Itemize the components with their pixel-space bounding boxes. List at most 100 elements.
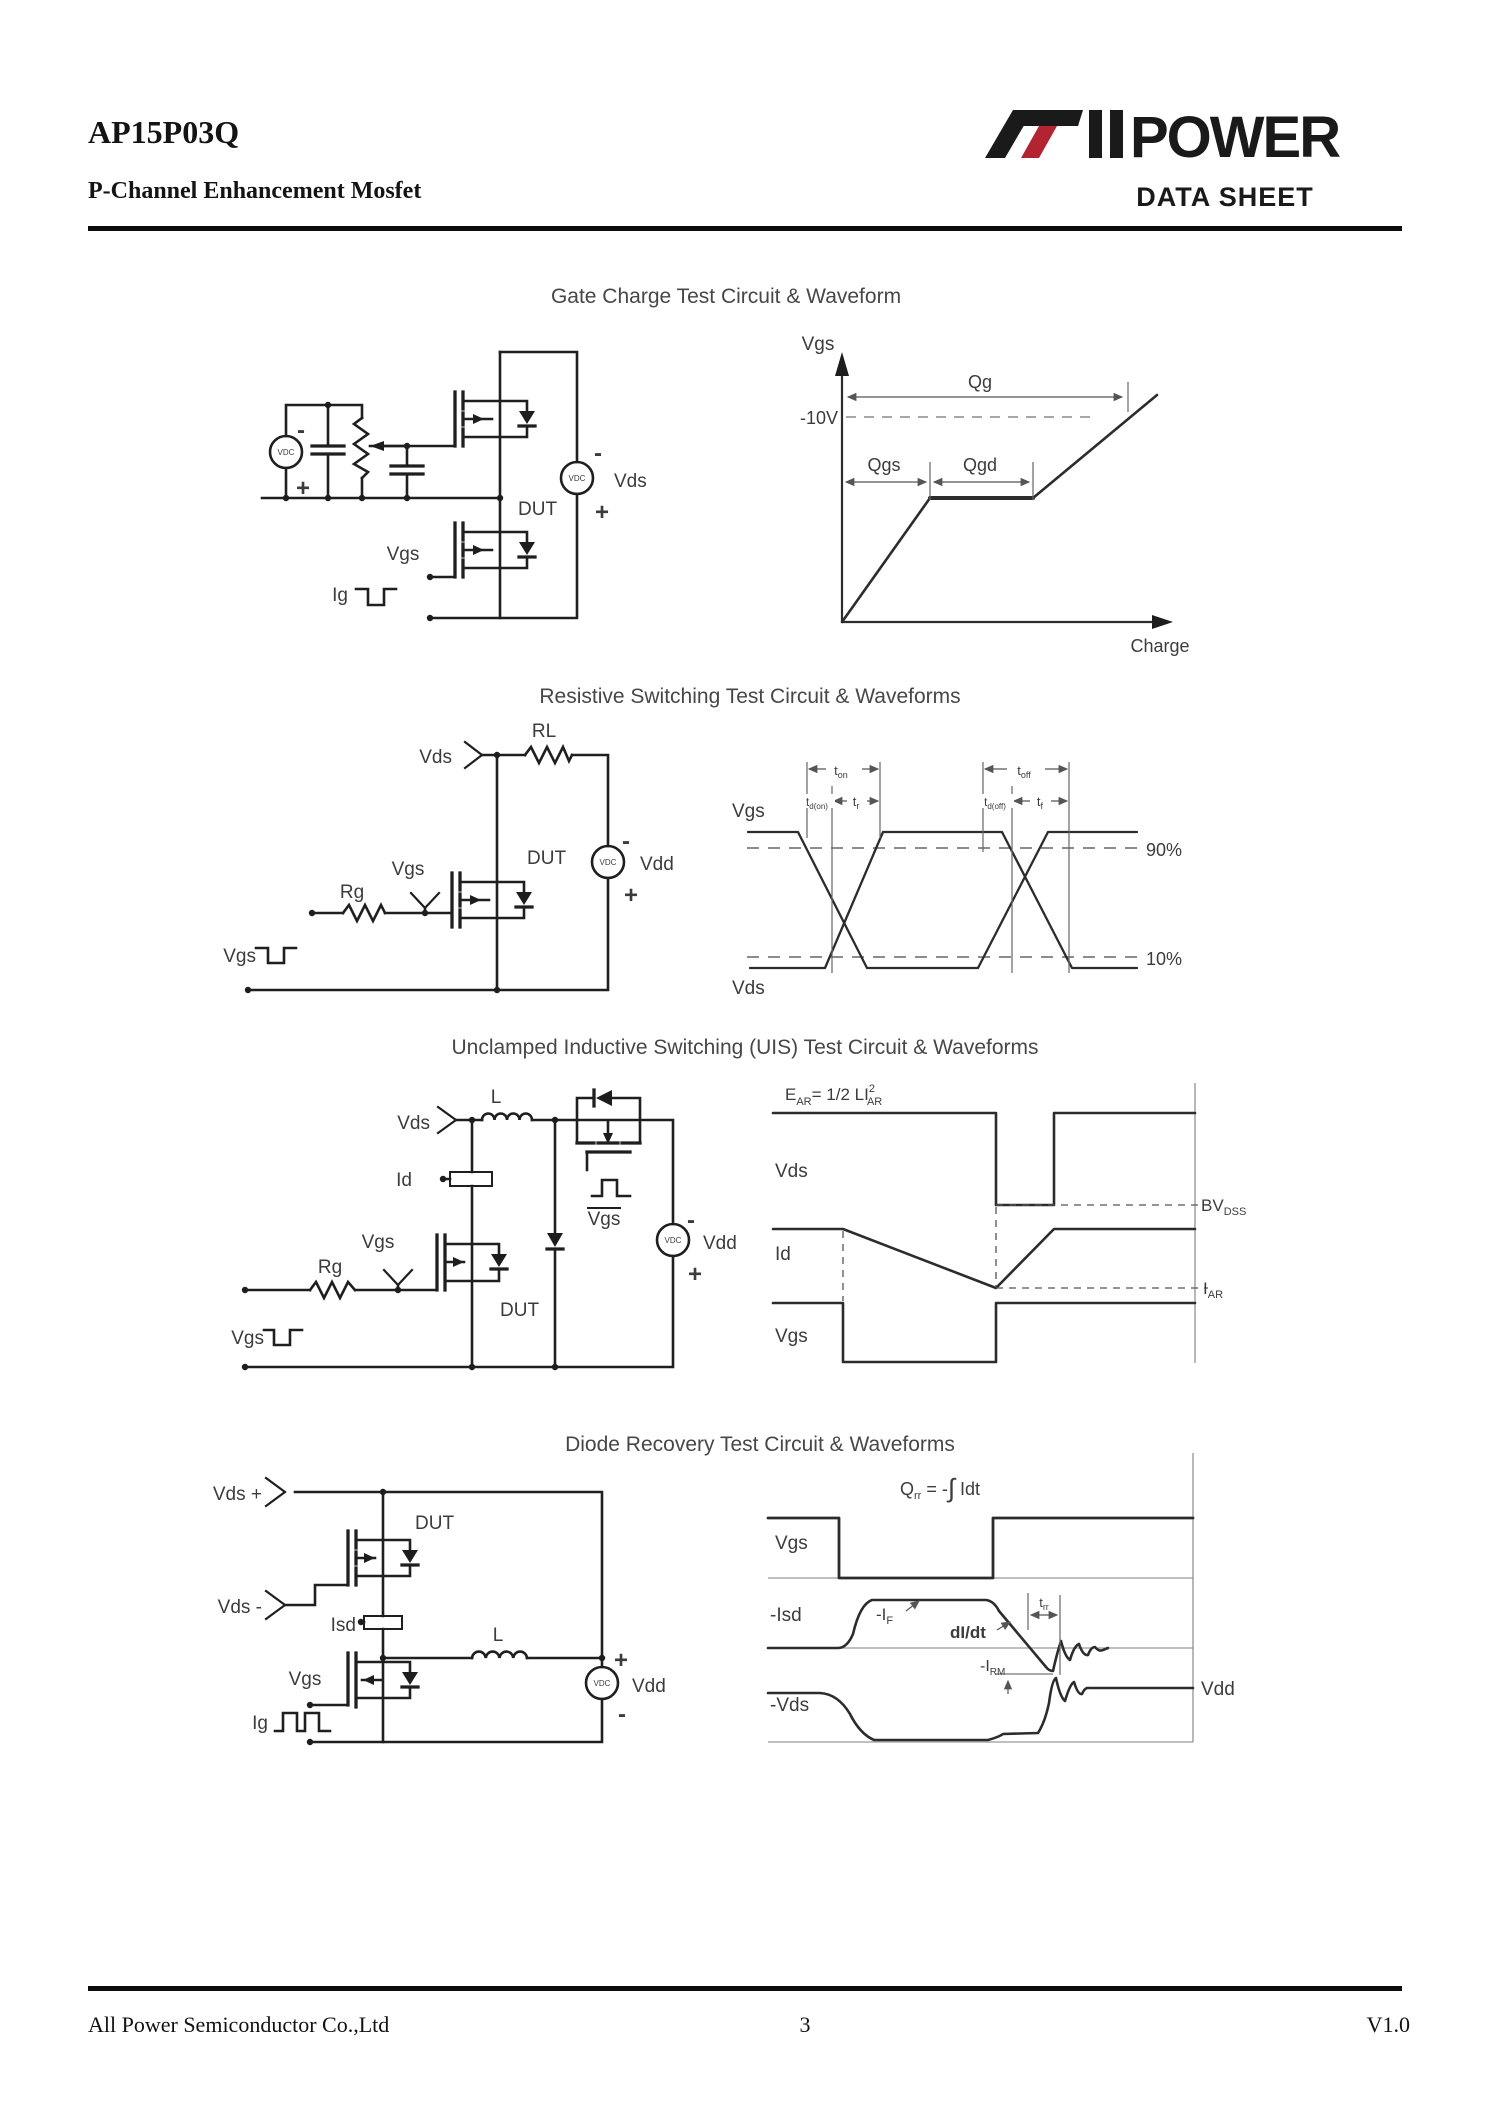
rg-label: Rg: [340, 882, 364, 903]
if-label: -IF: [876, 1605, 893, 1627]
vdd-level-label: Vdd: [1201, 1679, 1235, 1700]
vgs-probe-label: Vgs: [392, 859, 425, 880]
vds-source-label: VDC: [569, 474, 586, 483]
vdd-source-label: VDC: [600, 858, 617, 867]
vgs-bar-label: Vgs: [588, 1209, 621, 1230]
logo-a-icon: [985, 110, 1123, 158]
vdd-source-label: VDC: [594, 1679, 611, 1688]
plus-sign: +: [296, 475, 310, 502]
isd-trace-label: -Isd: [770, 1605, 802, 1626]
iar-label: IAR: [1203, 1279, 1223, 1301]
vds-plus: +: [595, 499, 609, 526]
vds-trace-label: Vds: [775, 1161, 808, 1182]
panel4-title: Diode Recovery Test Circuit & Waveforms: [565, 1433, 955, 1456]
panel3-title: Unclamped Inductive Switching (UIS) Test…: [451, 1036, 1038, 1059]
panel1-waveform: Vgs Qg -10V Qgs Qgd Charge: [800, 334, 1190, 656]
panel4-circuit: VDC Vds + DUT Vds - Isd L Vgs Ig + Vdd -: [213, 1476, 666, 1746]
qgs-label: Qgs: [867, 455, 900, 475]
charge-axis-label: Charge: [1130, 636, 1189, 656]
allpower-logo: POWER: [985, 105, 1342, 168]
panel2-title: Resistive Switching Test Circuit & Wavef…: [539, 685, 960, 708]
panel2-circuit: VDC RL Vds DUT - Vdd + Vgs Rg Vgs: [223, 721, 674, 994]
dut-label: DUT: [527, 848, 566, 869]
ton-label: ton: [834, 763, 848, 780]
vdd-label: Vdd: [640, 854, 674, 875]
waveform1-yaxis-label: Vgs: [802, 334, 835, 355]
vds-label: Vds: [614, 471, 647, 492]
vdc-source: [268, 434, 304, 470]
footer-company: All Power Semiconductor Co.,Ltd: [88, 2012, 390, 2037]
id-label: Id: [396, 1170, 412, 1191]
vds-source: [559, 460, 595, 496]
vdc-source-label: VDC: [278, 448, 295, 457]
vdd-label: Vdd: [632, 1676, 666, 1697]
vgs-label: Vgs: [289, 1669, 322, 1690]
trr-label: trr: [1039, 1595, 1049, 1612]
ig-label: Ig: [252, 1713, 268, 1734]
ig-label: Ig: [332, 585, 348, 606]
current-sense-box: [449, 1171, 493, 1187]
vdd-plus: +: [614, 1647, 628, 1674]
junction-dots: [241, 1116, 559, 1371]
tr-label: tr: [853, 794, 860, 811]
vds-trace-label: -Vds: [770, 1695, 809, 1716]
vds-probe-label: Vds: [419, 747, 452, 768]
junction-dots: [244, 751, 501, 994]
vgs-pulse-label: Vgs: [231, 1328, 264, 1349]
vgs-pulse-label: Vgs: [223, 946, 256, 967]
panel4-diode-recovery: Diode Recovery Test Circuit & Waveforms: [213, 1433, 1235, 1746]
tf-label: tf: [1037, 794, 1044, 811]
minus-sign: -: [297, 417, 305, 444]
vdd-source: [655, 1222, 691, 1258]
junction-dots: [306, 1488, 606, 1746]
panel1-gate-charge: Gate Charge Test Circuit & Waveform: [260, 285, 1190, 656]
l-label: L: [493, 1625, 504, 1646]
vgs-probe-label: Vgs: [362, 1232, 395, 1253]
footer-page-number: 3: [799, 2012, 811, 2037]
panel3-uis: Unclamped Inductive Switching (UIS) Test…: [231, 1036, 1246, 1371]
vdd-label: Vdd: [703, 1233, 737, 1254]
minus10v-label: -10V: [800, 408, 838, 428]
vgs-trace-label: Vgs: [775, 1533, 808, 1554]
vdd-plus: +: [624, 882, 638, 909]
id-trace-label: Id: [775, 1244, 791, 1265]
vdd-source-label: VDC: [665, 1236, 682, 1245]
vdd-source: [584, 1665, 620, 1701]
toff-label: toff: [1017, 763, 1031, 780]
tdon-label: td(on): [806, 797, 828, 811]
footer-rule: [88, 1986, 1402, 1991]
vdd-minus: -: [687, 1207, 695, 1234]
rg-label: Rg: [318, 1257, 342, 1278]
qgd-label: Qgd: [963, 455, 997, 475]
bvdss-label: BVDSS: [1201, 1196, 1246, 1218]
panel2-resistive-switching: Resistive Switching Test Circuit & Wavef…: [223, 685, 1182, 999]
tdoff-label: td(off): [984, 797, 1006, 811]
qg-label: Qg: [968, 372, 992, 392]
isd-label: Isd: [331, 1615, 356, 1636]
vds-plus-probe-label: Vds +: [213, 1484, 262, 1505]
rl-label: RL: [532, 721, 556, 742]
logo-power-text: POWER: [1130, 105, 1340, 168]
dut-label: DUT: [415, 1513, 454, 1534]
vdd-plus: +: [688, 1261, 702, 1288]
panel2-waveform: ton td(on) tr toff td(off) tf Vgs Vds 90…: [732, 762, 1182, 999]
panel3-circuit: VDC L Vds Id Vgs Rg Vgs DUT Vgs - Vdd +: [231, 1087, 737, 1371]
datasheet-label: DATA SHEET: [1136, 182, 1314, 212]
header-rule: [88, 226, 1402, 231]
panel1-circuit: VDC VDC - + Vgs Ig DUT - Vds +: [260, 350, 647, 622]
vgs-trace-label: Vgs: [732, 801, 765, 822]
dut-label: DUT: [500, 1300, 539, 1321]
vds-probe-label: Vds: [397, 1113, 430, 1134]
p90-label: 90%: [1146, 840, 1182, 860]
vds-minus: -: [594, 440, 602, 467]
dut-label: DUT: [518, 499, 557, 520]
part-subtitle: P-Channel Enhancement Mosfet: [88, 178, 422, 204]
part-number: AP15P03Q: [88, 114, 240, 150]
didt-label: dI/dt: [950, 1623, 986, 1642]
panel4-waveform: Qrr = -∫ Idt Vgs -Isd -IF dI/dt trr -IRM…: [766, 1453, 1235, 1743]
vds-minus-probe-label: Vds -: [218, 1597, 262, 1618]
